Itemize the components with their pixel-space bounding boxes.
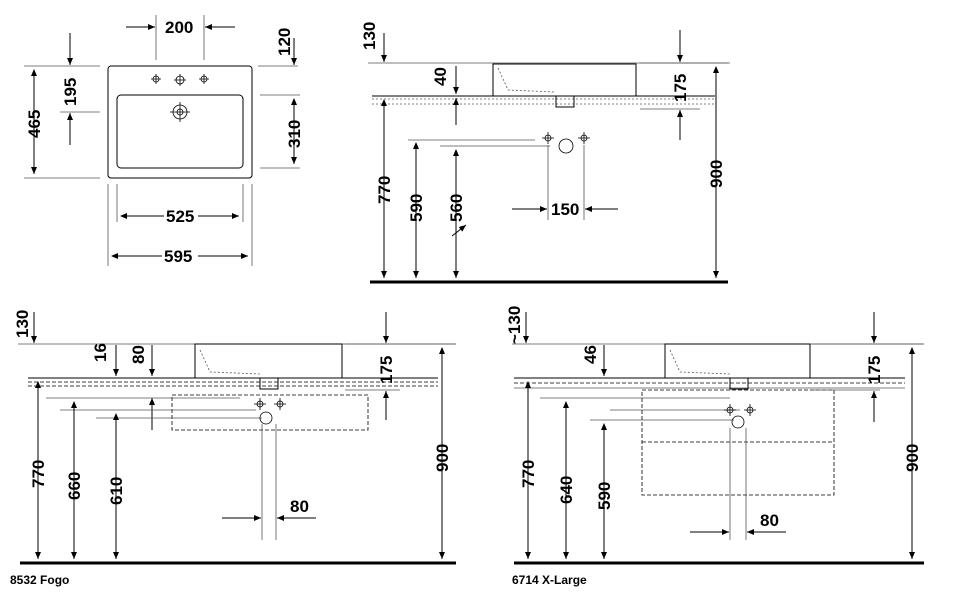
basin-section — [664, 343, 811, 379]
fogo-view: 130 16 80 175 770 660 610 — [10, 310, 456, 587]
dim-200: 200 — [165, 18, 193, 37]
valve-icon — [254, 398, 286, 425]
dim-130: ~130 — [505, 306, 524, 344]
basin-section — [492, 63, 637, 97]
dim-310: 310 — [285, 120, 304, 148]
dim-130: 130 — [360, 22, 379, 50]
basin-bowl — [116, 94, 244, 169]
dim-770: 770 — [519, 460, 538, 488]
dim-120: 120 — [275, 28, 294, 56]
top-view: 200 120 465 195 310 525 595 — [24, 15, 304, 266]
dim-465: 465 — [25, 110, 44, 138]
dim-40: 40 — [431, 67, 450, 86]
dim-900: 900 — [903, 444, 922, 472]
valve-icon — [542, 132, 590, 154]
dim-590: 590 — [595, 482, 614, 510]
dim-130: 130 — [13, 310, 32, 338]
vanity-cabinet-outline — [171, 394, 369, 431]
dim-80-bottom: 80 — [290, 497, 309, 516]
dim-46: 46 — [581, 345, 600, 364]
dim-175: 175 — [671, 74, 690, 102]
dim-610: 610 — [107, 477, 126, 505]
dim-900: 900 — [707, 160, 726, 188]
drain-icon — [170, 102, 190, 122]
dim-660: 660 — [65, 472, 84, 500]
tap-hole-icon — [151, 74, 209, 86]
dim-595: 595 — [164, 247, 192, 266]
caption-fogo: 8532 Fogo — [10, 573, 69, 587]
side-view: 130 40 175 770 590 560 — [360, 22, 730, 284]
basin-outline — [107, 65, 253, 179]
dim-195: 195 — [61, 78, 80, 106]
dim-590: 590 — [407, 194, 426, 222]
valve-icon — [724, 404, 756, 429]
basin-section — [194, 343, 343, 379]
dim-900: 900 — [433, 444, 452, 472]
dim-80-top: 80 — [129, 345, 148, 364]
dim-175: 175 — [377, 356, 396, 384]
dim-16: 16 — [91, 343, 110, 362]
xlarge-view: ~130 46 175 770 640 590 80 — [505, 306, 924, 587]
vanity-cabinet-outline — [641, 389, 835, 496]
dim-80: 80 — [760, 511, 779, 530]
dim-770: 770 — [29, 460, 48, 488]
dim-175: 175 — [865, 356, 884, 384]
dim-770: 770 — [375, 176, 394, 204]
dim-525: 525 — [166, 207, 194, 226]
caption-xlarge: 6714 X-Large — [512, 573, 587, 587]
dim-150: 150 — [551, 200, 579, 219]
dim-560: 560 — [447, 194, 466, 222]
dim-640: 640 — [557, 476, 576, 504]
